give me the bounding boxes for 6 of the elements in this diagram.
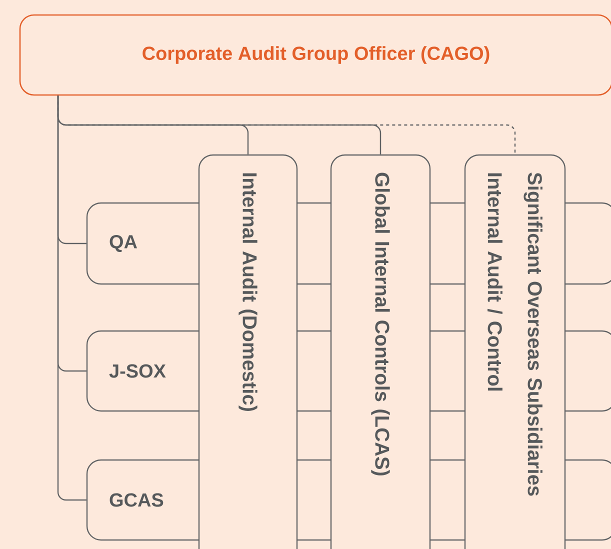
connector-line <box>57 96 516 154</box>
department-column: Internal Audit (Domestic) <box>198 154 298 549</box>
title-box: Corporate Audit Group Officer (CAGO) <box>19 14 611 96</box>
department-column: Global Internal Controls (LCAS) <box>330 154 431 549</box>
department-column: Significant Overseas Subsidiaries Internal Audit / Control <box>464 154 566 549</box>
connector-line <box>57 96 382 154</box>
